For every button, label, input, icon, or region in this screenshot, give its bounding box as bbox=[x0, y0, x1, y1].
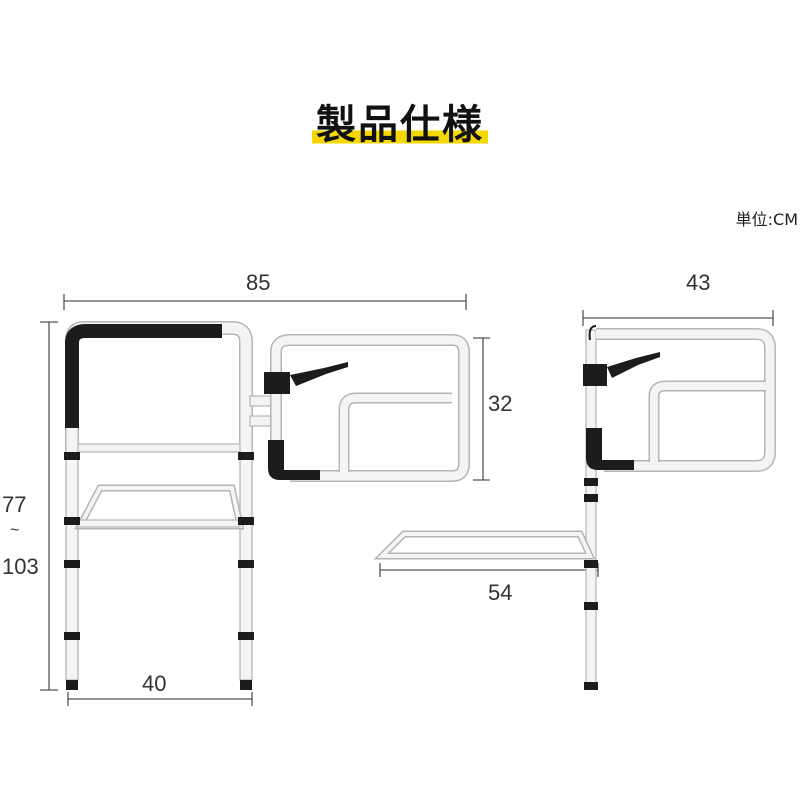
side-view bbox=[373, 325, 776, 690]
title-text: 製品仕様 bbox=[312, 102, 488, 148]
dim-height-max: 103 bbox=[2, 554, 39, 579]
front-view bbox=[64, 321, 470, 690]
dim-height-sep: ~ bbox=[10, 522, 20, 539]
hinge-bottom bbox=[268, 440, 320, 480]
dim-height-min: 77 bbox=[2, 492, 27, 517]
dimension-lines bbox=[40, 294, 774, 706]
grip-front bbox=[65, 324, 222, 428]
hinge-top bbox=[264, 372, 290, 394]
dim-base-depth: 54 bbox=[488, 580, 513, 605]
dim-side-depth: 43 bbox=[686, 270, 711, 295]
dim-rail-height: 32 bbox=[488, 391, 513, 416]
page-title: 製品仕様 bbox=[0, 92, 800, 150]
unit-label: 単位:CM bbox=[735, 210, 798, 229]
dim-base-width: 40 bbox=[142, 671, 167, 696]
dim-front-width: 85 bbox=[246, 270, 271, 295]
lever bbox=[290, 362, 348, 386]
